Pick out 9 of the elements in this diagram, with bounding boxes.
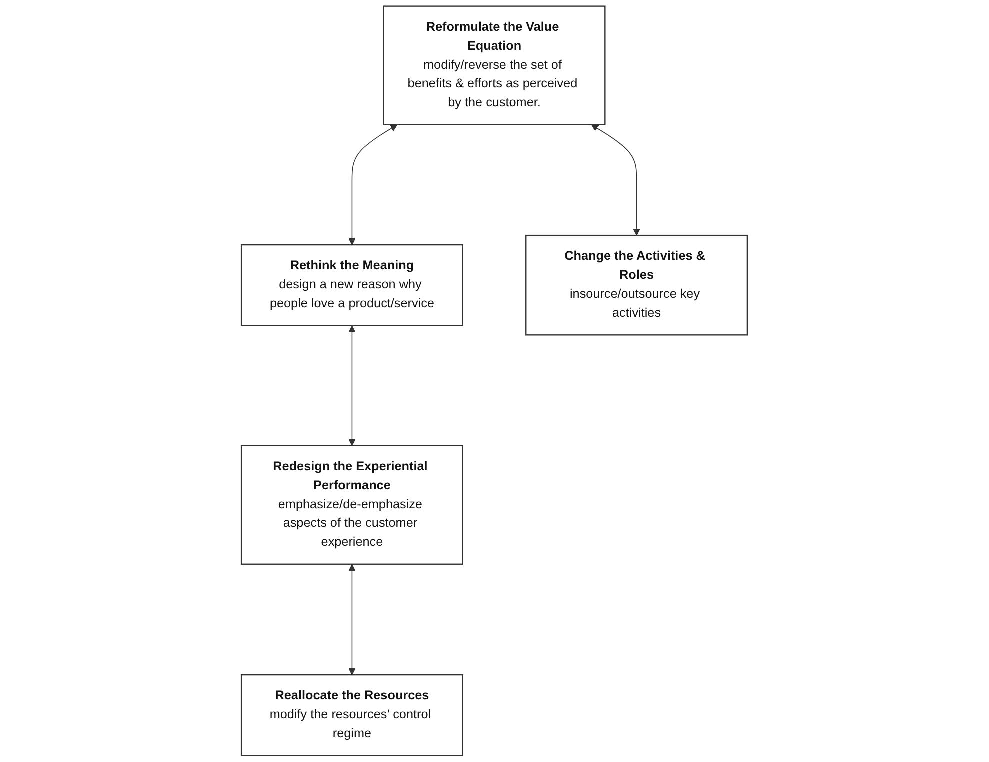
arrow <box>348 124 398 246</box>
arrow <box>348 326 356 446</box>
arrow <box>591 124 640 236</box>
arrow <box>348 564 356 676</box>
node-box: Change the Activities & Roles insource/outsource key activities <box>526 234 748 336</box>
node-box: Reformulate the Value Equation modify/reverse the set of benefits & efforts as perceived by the customer. <box>383 6 606 126</box>
node-box: Redesign the Experiential Performance emphasize/de-emphasize aspects of the customer experience <box>240 445 464 565</box>
node-box: Reallocate the Resources modify the resources’ control regime <box>240 674 464 756</box>
node-box: Rethink the Meaning design a new reason why people love a product/service <box>240 244 464 326</box>
